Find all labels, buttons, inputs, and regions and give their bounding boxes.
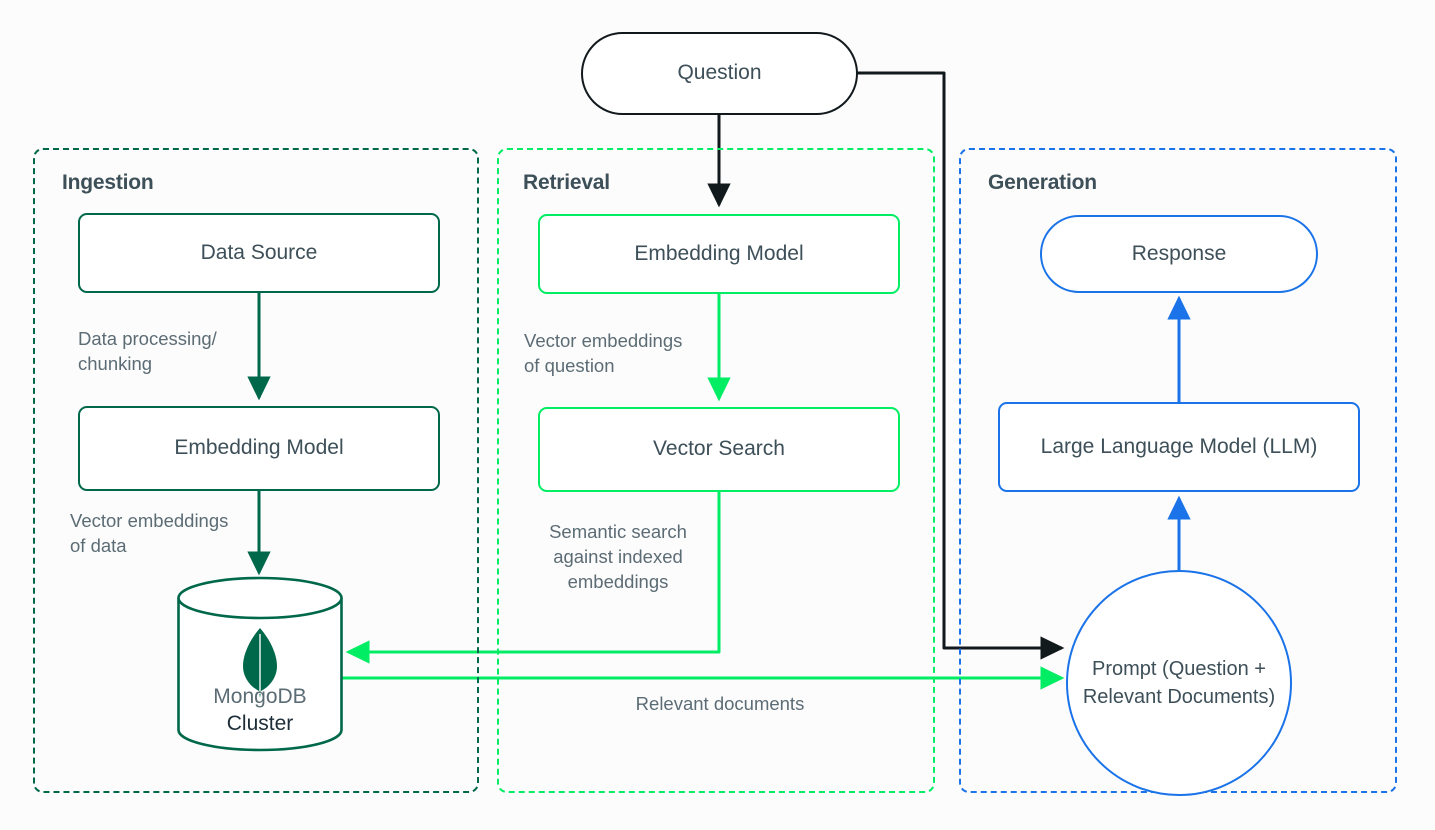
node-prompt[interactable]: Prompt (Question + Relevant Documents) [1066,570,1292,796]
node-embedding-model-retrieval-label: Embedding Model [634,241,804,265]
node-vector-search-label: Vector Search [653,437,785,461]
node-llm[interactable]: Large Language Model (LLM) [998,402,1360,492]
label-vector-embeddings-of-question: Vector embeddings of question [524,330,683,377]
node-question-label: Question [677,61,762,85]
node-mongodb-cluster[interactable]: MongoDB Cluster [176,576,344,752]
node-embedding-model-ingestion-label: Embedding Model [174,436,344,460]
label-data-processing: Data processing/ chunking [78,328,217,375]
cylinder-shape [177,576,343,752]
node-embedding-model-ingestion[interactable]: Embedding Model [78,406,440,491]
node-llm-label: Large Language Model (LLM) [1040,434,1318,458]
group-ingestion-title: Ingestion [62,171,154,194]
node-response[interactable]: Response [1040,215,1318,293]
group-generation-title: Generation [988,171,1097,194]
group-ingestion [33,148,479,793]
label-relevant-documents: Relevant documents [635,693,805,714]
node-mongodb-cluster-label-primary: MongoDB [213,685,307,708]
node-mongodb-cluster-label-secondary: Cluster [226,712,294,735]
mongodb-leaf-icon [243,628,277,698]
node-response-label: Response [1131,241,1227,265]
node-data-source[interactable]: Data Source [78,213,440,293]
group-retrieval-title: Retrieval [523,171,610,194]
node-data-source-label: Data Source [200,240,318,264]
group-retrieval [497,148,935,793]
label-vector-embeddings-of-data: Vector embeddings of data [70,510,229,557]
node-vector-search[interactable]: Vector Search [538,407,900,492]
node-question[interactable]: Question [581,32,858,115]
node-embedding-model-retrieval[interactable]: Embedding Model [538,214,900,294]
label-semantic-search: Semantic search against indexed embeddin… [549,521,687,593]
node-prompt-label: Prompt (Question + Relevant Documents) [1082,657,1276,708]
